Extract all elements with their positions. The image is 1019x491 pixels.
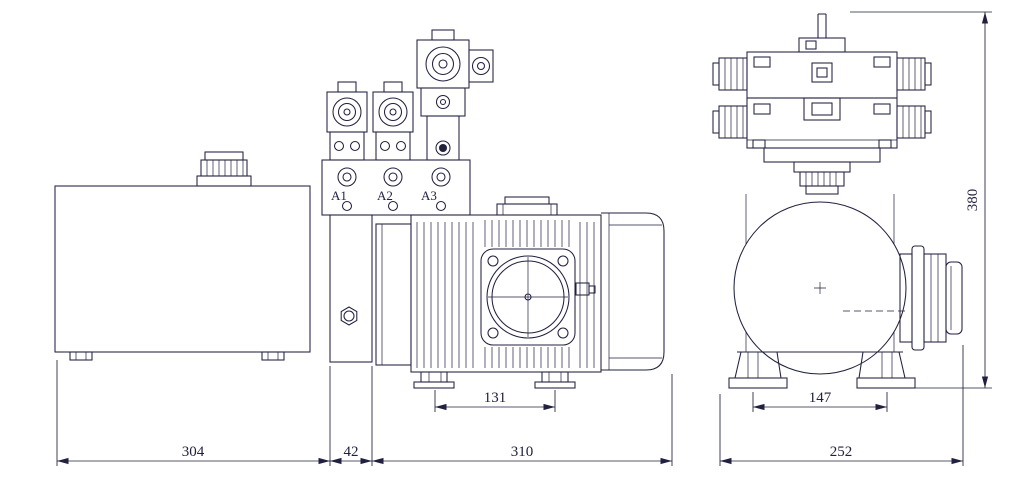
pump-bracket <box>329 214 373 363</box>
base-feet-end <box>728 351 916 389</box>
dim-text-pump-section: 42 <box>344 444 359 460</box>
dim-text-motor-length: 310 <box>511 444 534 460</box>
dim-text-overall-height: 380 <box>965 189 981 212</box>
port-label-a2: A2 <box>377 188 393 203</box>
valve-stack-end <box>712 13 932 195</box>
filler-breather-cap <box>196 151 252 187</box>
port-label-a3: A3 <box>421 188 437 203</box>
port-label-a1: A1 <box>331 188 347 203</box>
cooling-fins-top <box>484 220 570 247</box>
dimensions: 304 42 310 131 147 252 380 <box>56 11 992 466</box>
dim-text-base-feet: 147 <box>809 390 832 406</box>
dim-text-overall-depth: 252 <box>830 444 853 460</box>
motor-end <box>733 194 908 375</box>
motor-side <box>375 196 665 389</box>
extension-lines <box>56 11 992 466</box>
dim-text-motor-feet: 131 <box>484 390 507 406</box>
side-view: A1 A2 A3 <box>54 29 665 389</box>
cooling-fins-left <box>416 222 474 368</box>
valve-stack-side <box>321 29 494 216</box>
dim-text-tank-length: 304 <box>182 444 205 460</box>
end-view <box>712 13 963 389</box>
pump-end <box>899 245 963 351</box>
cooling-fins-bottom <box>484 347 570 368</box>
oil-tank <box>54 185 311 361</box>
